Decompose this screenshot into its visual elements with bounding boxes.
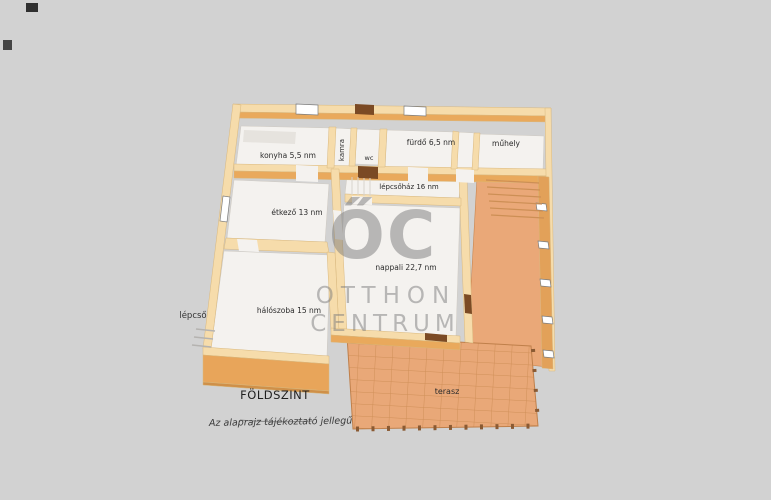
wall-haloszoba-front-shadow — [202, 381, 330, 395]
window-back-1 — [295, 103, 319, 116]
watermark: ŐC OTTHON CENTRUM — [310, 197, 460, 337]
opening-etkezo-haloszoba — [237, 239, 259, 252]
door-wc — [358, 166, 378, 179]
label-kamra: kamra — [338, 139, 346, 161]
wall-konyha-kamra — [326, 126, 337, 169]
window-east-5 — [542, 349, 555, 359]
window-east-1 — [535, 202, 548, 212]
floor-furdo — [384, 129, 456, 170]
label-lepcso: lépcső — [179, 310, 206, 321]
watermark-line2: CENTRUM — [310, 311, 460, 337]
porch-stairs — [485, 179, 545, 219]
artifact-square-top — [26, 3, 38, 12]
label-muhely: műhely — [492, 139, 521, 148]
disclaimer-scribble — [239, 419, 313, 423]
opening-etkezo-nappali — [333, 210, 343, 240]
kitchen-counter — [243, 130, 296, 144]
wall-hall-muhely — [471, 132, 481, 171]
door-nappali-porch — [464, 294, 472, 314]
window-east-4 — [541, 315, 554, 325]
wall-wc-furdo — [377, 128, 388, 168]
window-left-etkezo — [219, 195, 231, 223]
label-nappali: nappali 22,7 nm — [375, 263, 436, 272]
label-wc: wc — [365, 154, 374, 162]
wall-furdo-hall — [450, 130, 460, 170]
label-lepcsohaz: lépcsőház 16 nm — [379, 182, 439, 191]
opening-konyha-etkezo — [296, 165, 318, 182]
doors — [355, 104, 472, 342]
label-terasz: terasz — [435, 387, 460, 396]
window-back-2 — [403, 105, 427, 117]
floor-haloszoba — [210, 250, 331, 357]
room-labels: konyha 5,5 nm kamra wc fürdő 6,5 nm műhe… — [257, 138, 521, 396]
opening-lepcsohaz-nappali — [352, 196, 372, 205]
watermark-logo: ŐC — [329, 197, 438, 274]
artifact-square-left — [3, 40, 12, 50]
watermark-line1: OTTHON — [316, 283, 456, 309]
room-floors — [210, 125, 545, 357]
windows — [219, 103, 555, 359]
label-haloszoba: hálószoba 15 nm — [257, 306, 321, 315]
stairwell-steps — [351, 177, 371, 196]
window-east-3 — [539, 278, 552, 288]
wall-lepcsohaz-nappali — [344, 193, 462, 207]
terrace-posts-right — [531, 348, 540, 424]
label-furdo: fürdő 6,5 nm — [407, 138, 455, 147]
door-openings — [237, 165, 474, 252]
wall-kamra-wc — [348, 127, 358, 167]
wall-nappali-front-face — [330, 334, 461, 351]
opening-furdo-lepcsohaz — [408, 167, 428, 183]
label-floor-name: FÖLDSZINT — [240, 386, 310, 402]
floor-terasz — [346, 335, 539, 430]
opening-hall-porch — [456, 169, 474, 183]
door-nappali-terasz — [425, 333, 447, 342]
outdoor-steps — [191, 328, 216, 348]
window-east-2 — [537, 240, 550, 250]
door-back-wall — [355, 104, 374, 115]
label-etkezo: étkező 13 nm — [271, 208, 322, 217]
label-konyha: konyha 5,5 nm — [260, 151, 316, 160]
